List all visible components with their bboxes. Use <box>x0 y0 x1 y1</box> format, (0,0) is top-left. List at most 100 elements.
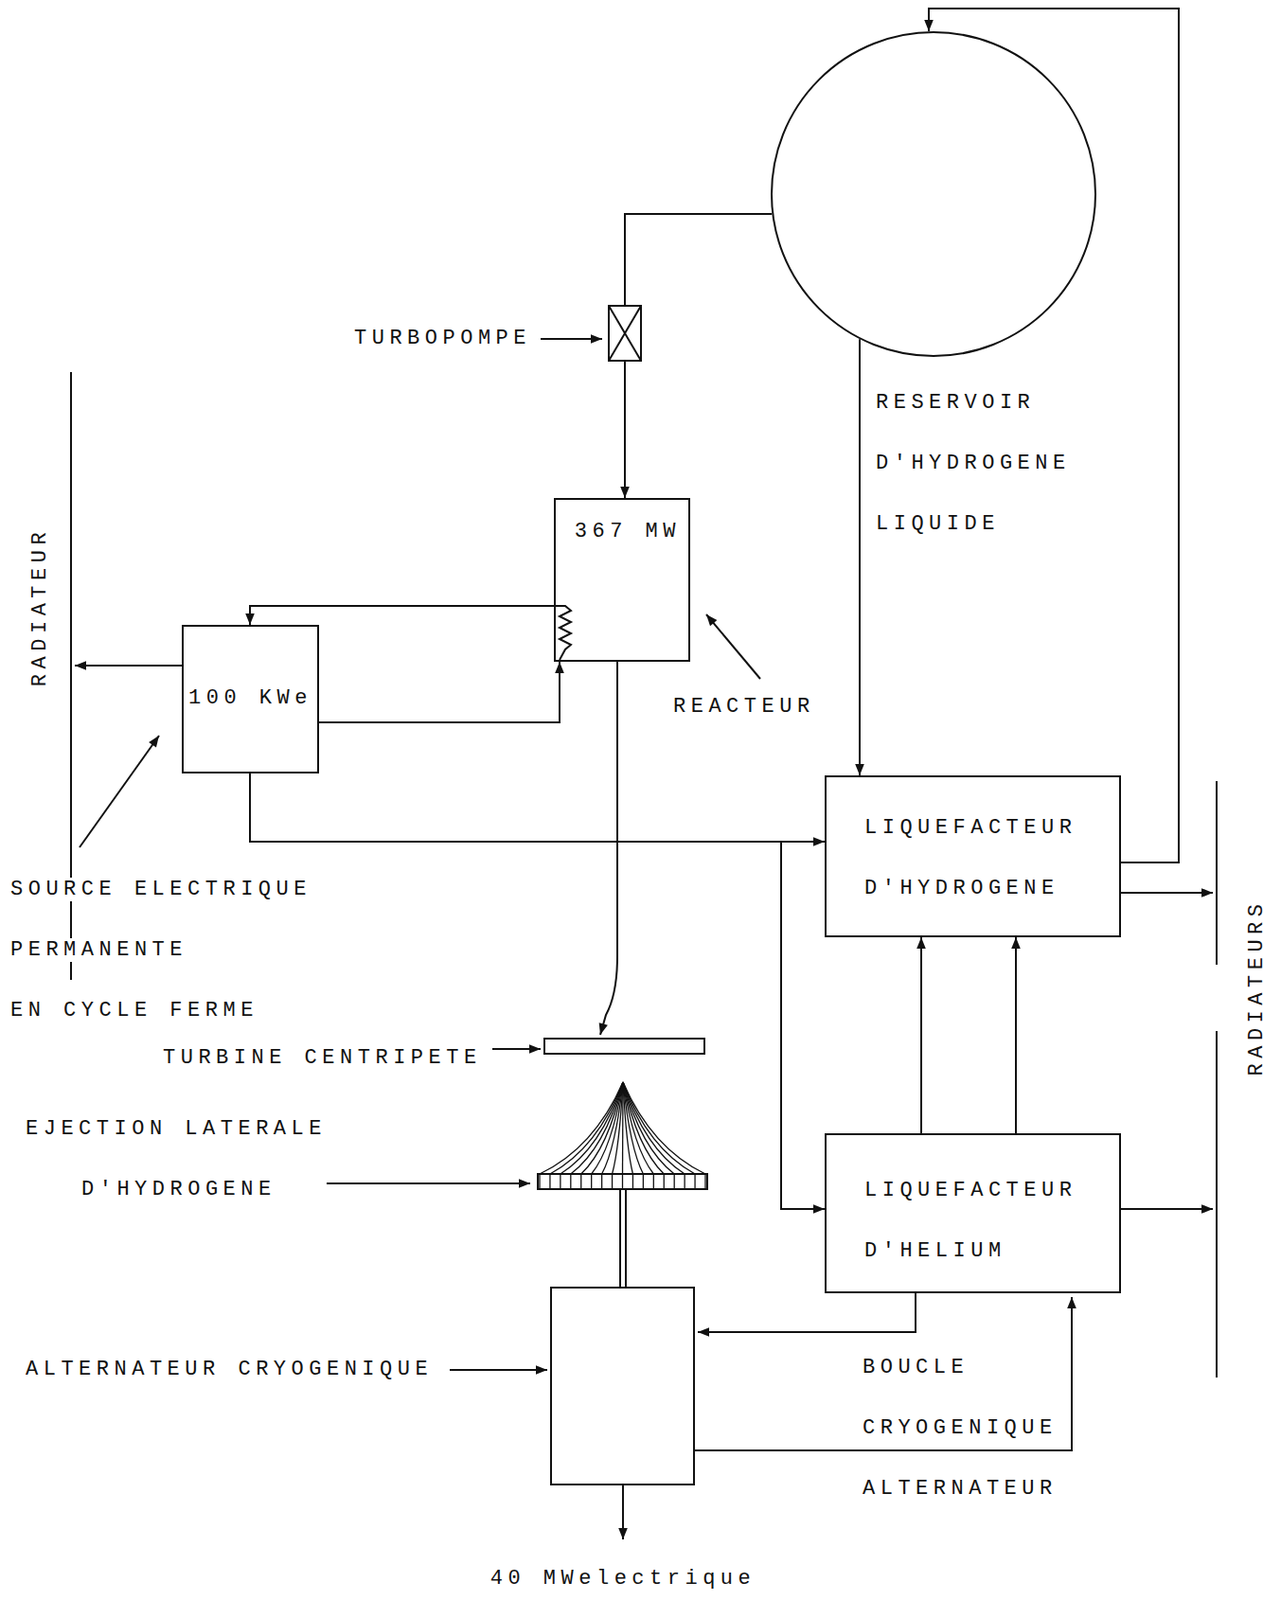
tank-outline <box>771 32 1096 356</box>
leader-arrow <box>326 1182 531 1185</box>
nozzle-stroke <box>674 1174 676 1190</box>
nozzle-stroke <box>622 1174 623 1190</box>
nozzle-stroke <box>611 1174 613 1190</box>
shaft <box>624 1189 627 1288</box>
text-line: SOURCE ELECTRIQUE <box>10 859 312 921</box>
text-line: BOUCLE <box>862 1337 1058 1399</box>
nozzle-stroke <box>612 1082 623 1175</box>
nozzle-stroke <box>580 1174 582 1190</box>
text-run: 367 MW <box>574 519 681 544</box>
text-line: LIQUIDE <box>875 494 1071 555</box>
nozzle-stroke <box>569 1174 571 1190</box>
liquefier-box: LIQUEFACTEUR D'HELIUM <box>824 1133 1121 1294</box>
text-line: CRYOGENIQUE <box>862 1398 1058 1459</box>
box-label: LIQUEFACTEUR D'HELIUM <box>826 1135 1120 1282</box>
nozzle-stroke <box>559 1174 561 1190</box>
cryogenic-loop <box>693 1297 1072 1451</box>
text-line: TURBINE CENTRIPETE <box>162 1028 482 1089</box>
radiator-label: RADIATEURS <box>1244 898 1271 1076</box>
ejection-nozzles <box>539 1082 706 1190</box>
part-label: ALTERNATEUR CRYOGENIQUE <box>25 1339 433 1401</box>
leader-arrow <box>706 614 761 679</box>
part-label: EJECTION LATERALE D'HYDROGENE <box>25 1099 327 1221</box>
loop-label: BOUCLE CRYOGENIQUE ALTERNATEUR <box>862 1337 1058 1520</box>
box-label: 367 MW <box>555 499 689 563</box>
flow-line <box>858 338 861 776</box>
flow-line <box>249 773 825 842</box>
reactor-box: 367 MW <box>553 498 691 662</box>
nozzle-stroke <box>549 1174 551 1190</box>
text-run: RADIATEUR <box>28 527 53 687</box>
text-line: REACTEUR <box>673 676 816 738</box>
nozzle-stroke <box>632 1174 634 1190</box>
radiator-label: RADIATEUR <box>27 527 54 687</box>
text-line: RADIATEURS <box>1244 898 1271 1076</box>
text-line: LIQUEFACTEUR <box>864 798 1120 859</box>
text-run: TURBINE CENTRIPETE <box>162 1046 482 1070</box>
part-label: TURBINE CENTRIPETE <box>162 1028 482 1089</box>
text-line: 40 MWelectrique <box>490 1560 757 1599</box>
heat-rejection-arrow <box>1120 891 1213 894</box>
text-run: RADIATEURS <box>1245 898 1269 1076</box>
text-line: D'HYDROGENE <box>875 433 1071 495</box>
nozzle-stroke <box>642 1174 644 1190</box>
cryogenic-alternator <box>551 1287 694 1485</box>
text-run: D'HELIUM <box>864 1239 1007 1264</box>
text-run: CRYOGENIQUE <box>862 1416 1058 1441</box>
text-run: BOUCLE <box>862 1355 969 1380</box>
text-run: PERMANENTE <box>10 938 188 962</box>
nozzle-stroke <box>550 1082 623 1175</box>
text-line: ALTERNATEUR <box>862 1458 1058 1520</box>
text-line: D'HYDROGENE <box>25 1159 327 1221</box>
nozzle-stroke <box>602 1082 623 1175</box>
nozzle-stroke <box>570 1082 623 1175</box>
heat-exchanger-coil <box>555 605 571 660</box>
flow-line <box>319 661 560 723</box>
nozzle-stroke <box>653 1174 655 1190</box>
ejection-ring <box>537 1174 708 1190</box>
text-line: PERMANENTE <box>10 920 312 981</box>
nozzle-stroke <box>693 1174 695 1190</box>
nozzle-stroke <box>560 1082 623 1175</box>
box-label: LIQUEFACTEUR D'HYDROGENE <box>826 777 1120 920</box>
nozzle-stroke <box>683 1174 685 1190</box>
nozzle-stroke <box>539 1082 623 1175</box>
power-output-arrow <box>622 1484 624 1540</box>
text-line: 100 KWe <box>183 668 318 730</box>
nozzle-stroke <box>591 1082 623 1175</box>
radiator-panel <box>1215 1031 1218 1378</box>
text-line: ALTERNATEUR CRYOGENIQUE <box>25 1339 433 1401</box>
part-label: TURBOPOMPE <box>354 308 532 370</box>
text-run: D'HYDROGENE <box>875 451 1071 476</box>
flow-line <box>1014 937 1017 1134</box>
heat-rejection-arrow <box>1120 1208 1213 1210</box>
tank-outline <box>770 31 1097 357</box>
text-line: LIQUEFACTEUR <box>864 1160 1120 1222</box>
text-line: D'HYDROGENE <box>864 858 1120 920</box>
part-label: REACTEUR <box>673 676 816 738</box>
text-line: RESERVOIR <box>875 373 1071 434</box>
leader-arrow <box>492 1048 541 1050</box>
text-line: EN CYCLE FERME <box>10 980 312 1042</box>
text-line: RADIATEUR <box>27 527 54 687</box>
flow-line <box>249 773 825 1210</box>
leader-arrow <box>449 1369 548 1371</box>
nozzle-stroke <box>590 1174 592 1190</box>
leader-arrow <box>540 338 603 340</box>
nozzle-stroke <box>581 1082 623 1175</box>
cryogenic-loop <box>697 1293 916 1333</box>
flow-line <box>928 8 1179 863</box>
turbopump-symbol <box>608 305 641 361</box>
heat-rejection-arrow <box>74 664 182 667</box>
nozzle-stroke <box>622 1082 706 1175</box>
liquefier-box: LIQUEFACTEUR D'HYDROGENE <box>824 775 1121 938</box>
text-line: D'HELIUM <box>864 1221 1120 1282</box>
power-output-label: 40 MWelectrique <box>490 1560 757 1599</box>
flow-line <box>920 937 923 1134</box>
nozzle-stroke <box>704 1174 706 1190</box>
flow-line <box>624 213 772 499</box>
text-line: 367 MW <box>555 501 681 563</box>
text-run: EN CYCLE FERME <box>10 998 259 1023</box>
part-label: SOURCE ELECTRIQUE PERMANENTE EN CYCLE FE… <box>10 859 312 1042</box>
text-run: RESERVOIR <box>875 391 1035 415</box>
